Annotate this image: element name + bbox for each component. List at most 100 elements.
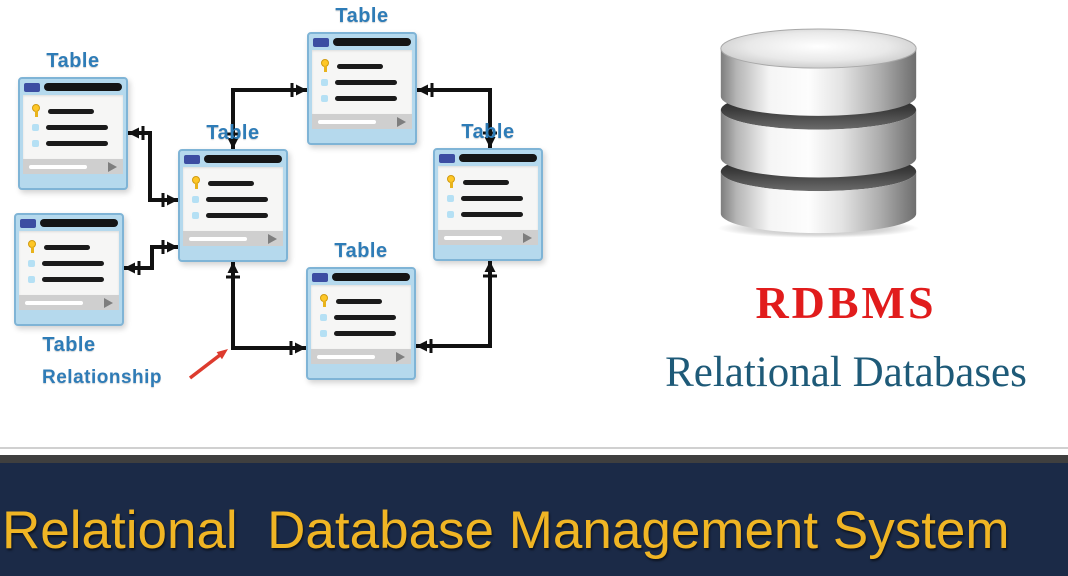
field-icon: [192, 211, 199, 219]
table-field-row: [311, 325, 411, 341]
relationship-connectors: [124, 83, 497, 380]
table-field-row: [183, 191, 283, 207]
table-field-row: [19, 239, 119, 255]
field-icon: [32, 139, 39, 147]
table-titlebar: [308, 269, 414, 285]
table-field-list: [438, 166, 538, 230]
scrollbar-thumb: [318, 119, 376, 124]
scroll-arrow-icon: [397, 116, 406, 127]
table-field-row: [23, 119, 123, 135]
scrollbar-thumb: [189, 236, 247, 241]
table-field-row: [19, 271, 119, 287]
primary-key-icon: [28, 240, 37, 254]
window-icon: [439, 153, 455, 163]
many-arrow-icon: [416, 340, 427, 352]
cylinder-disc: [720, 171, 917, 234]
connector-line: [128, 131, 178, 202]
table-node: Table: [306, 240, 416, 380]
banner-top-strip: [0, 455, 1068, 463]
table-scrollbar: [438, 230, 538, 245]
table-field-row: [438, 206, 538, 222]
table-node: Table: [14, 213, 124, 356]
scrollbar-thumb: [25, 300, 83, 305]
table-window: [14, 213, 124, 326]
table-field-row: [19, 255, 119, 271]
red-arrow-icon: [216, 349, 228, 360]
table-scrollbar: [19, 295, 119, 310]
many-arrow-icon: [296, 84, 307, 96]
table-field-row: [311, 293, 411, 309]
table-titlebar: [16, 215, 122, 231]
table-field-row: [311, 309, 411, 325]
database-cylinder-icon: [717, 28, 920, 239]
table-scrollbar: [23, 159, 123, 174]
field-text-bar: [44, 244, 90, 250]
field-text-bar: [208, 180, 254, 186]
table-window: [307, 32, 417, 145]
connector-line: [416, 261, 492, 348]
table-scrollbar: [311, 349, 411, 364]
table-field-row: [312, 90, 412, 106]
rdbms-acronym: RDBMS: [755, 277, 937, 328]
window-icon: [24, 82, 40, 92]
field-text-bar: [335, 79, 397, 85]
scroll-arrow-icon: [396, 351, 405, 362]
table-field-list: [311, 285, 411, 349]
field-text-bar: [46, 140, 108, 146]
table-scrollbar: [183, 231, 283, 246]
field-text-bar: [206, 212, 268, 218]
window-icon: [313, 37, 329, 47]
scrollbar-thumb: [317, 354, 375, 359]
table-window: [433, 148, 543, 261]
table-titlebar: [20, 79, 126, 95]
field-text-bar: [206, 196, 268, 202]
field-icon: [321, 94, 328, 102]
table-node-label: Table: [42, 334, 96, 356]
many-arrow-icon: [295, 342, 306, 354]
connector-line: [231, 88, 307, 149]
table-window: [306, 267, 416, 380]
table-window: [178, 149, 288, 262]
cylinder-disc: [720, 48, 917, 116]
many-arrow-icon: [484, 137, 496, 148]
table-node: Table: [307, 5, 417, 145]
many-arrow-icon: [227, 262, 239, 273]
table-title-bar-text: [333, 38, 411, 46]
table-window: [18, 77, 128, 190]
table-node-label: Table: [206, 122, 260, 144]
scroll-arrow-icon: [268, 233, 277, 244]
field-text-bar: [48, 108, 94, 114]
rdbms-subtitle: Relational Databases: [665, 349, 1027, 396]
table-field-row: [23, 103, 123, 119]
field-text-bar: [334, 330, 396, 336]
field-icon: [28, 275, 35, 283]
table-node: Table: [433, 121, 543, 261]
table-title-bar-text: [204, 155, 282, 163]
table-node: Table: [178, 122, 288, 262]
primary-key-icon: [192, 176, 201, 190]
banner-title: Relational Database Management System: [2, 501, 1010, 560]
field-icon: [321, 78, 328, 86]
connector-end-arrows: [124, 84, 496, 354]
table-field-list: [312, 50, 412, 114]
field-text-bar: [42, 276, 104, 282]
field-icon: [447, 194, 454, 202]
table-title-bar-text: [44, 83, 122, 91]
field-text-bar: [335, 95, 397, 101]
primary-key-icon: [32, 104, 41, 118]
primary-key-icon: [447, 175, 456, 189]
table-field-list: [19, 231, 119, 295]
field-icon: [320, 329, 327, 337]
window-icon: [312, 272, 328, 282]
many-arrow-icon: [128, 127, 139, 139]
cylinder-top: [720, 28, 917, 69]
table-field-list: [23, 95, 123, 159]
connector-one-ticks: [137, 83, 497, 355]
table-field-row: [312, 58, 412, 74]
field-icon: [32, 123, 39, 131]
field-text-bar: [46, 124, 108, 130]
primary-key-icon: [321, 59, 330, 73]
table-field-row: [183, 207, 283, 223]
field-icon: [447, 210, 454, 218]
table-field-list: [183, 167, 283, 231]
